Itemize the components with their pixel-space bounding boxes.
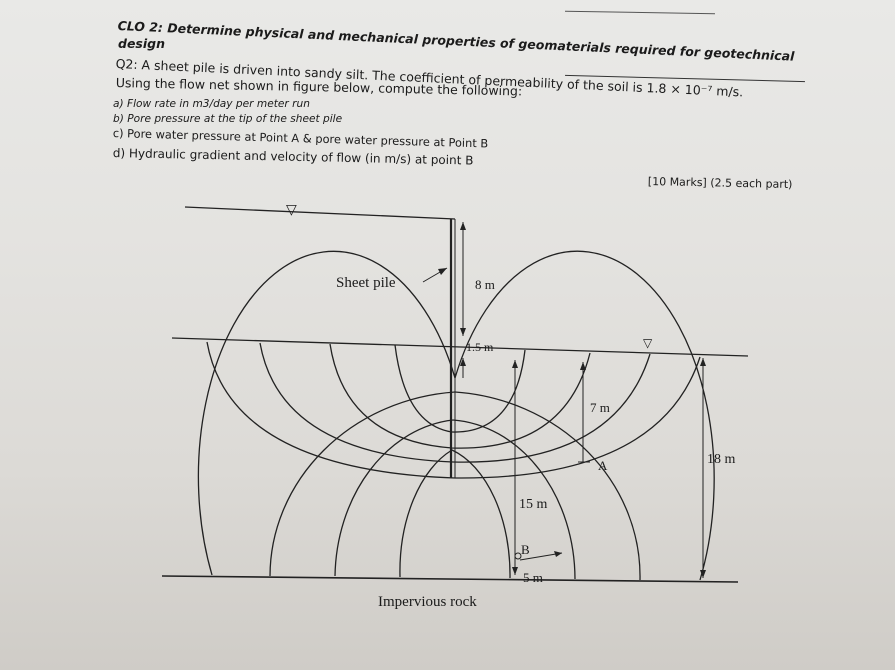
dim-5m-label: 5 m — [523, 570, 543, 585]
arrowhead — [512, 360, 518, 368]
equipotential-4 — [399, 449, 453, 578]
upstream-water-symbol: ▽ — [286, 203, 297, 218]
ground-surface — [171, 337, 749, 357]
arrowhead — [580, 362, 586, 370]
arrowhead — [554, 551, 562, 557]
arrowhead — [460, 358, 466, 366]
equipotential-3 — [334, 419, 454, 577]
flow-line-2 — [259, 342, 651, 463]
arrowhead — [512, 567, 518, 575]
dim-line-5m — [519, 552, 563, 561]
arrowhead — [700, 358, 706, 366]
arrowhead — [460, 222, 466, 230]
sheet-pile-label: Sheet pile — [336, 275, 396, 291]
dim-18m-label: 18 m — [707, 452, 736, 467]
flow-line-outer — [206, 341, 701, 479]
impervious-base — [161, 575, 739, 583]
point-b-label: B — [521, 542, 530, 557]
equipotential-2 — [269, 391, 456, 577]
flow-line-inner — [394, 344, 526, 433]
equipotential-6 — [454, 391, 641, 581]
dim-1-5m-label: 1.5 m — [466, 340, 494, 354]
arrowhead — [438, 268, 447, 275]
dim-7m-label: 7 m — [590, 400, 610, 415]
arrowhead — [700, 570, 706, 578]
equipotential-7 — [452, 419, 576, 580]
arrowhead — [460, 328, 466, 336]
flow-line-3 — [329, 343, 591, 449]
upstream-water-line — [184, 206, 456, 220]
point-b-marker — [514, 552, 522, 560]
equipotential-8 — [451, 449, 511, 579]
equipotential-5 — [454, 250, 715, 581]
downstream-water-symbol: ▽ — [643, 336, 653, 350]
equipotential-1 — [197, 250, 456, 576]
impervious-rock-label: Impervious rock — [378, 594, 477, 610]
part-a: a) Flow rate in m3/day per meter run — [113, 98, 310, 110]
dim-15m-label: 15 m — [519, 497, 548, 512]
part-b: b) Pore pressure at the tip of the sheet… — [113, 113, 343, 125]
point-a-label: A — [598, 458, 608, 473]
clo-heading-cont: design — [118, 36, 165, 51]
dim-8m-label: 8 m — [475, 277, 495, 292]
